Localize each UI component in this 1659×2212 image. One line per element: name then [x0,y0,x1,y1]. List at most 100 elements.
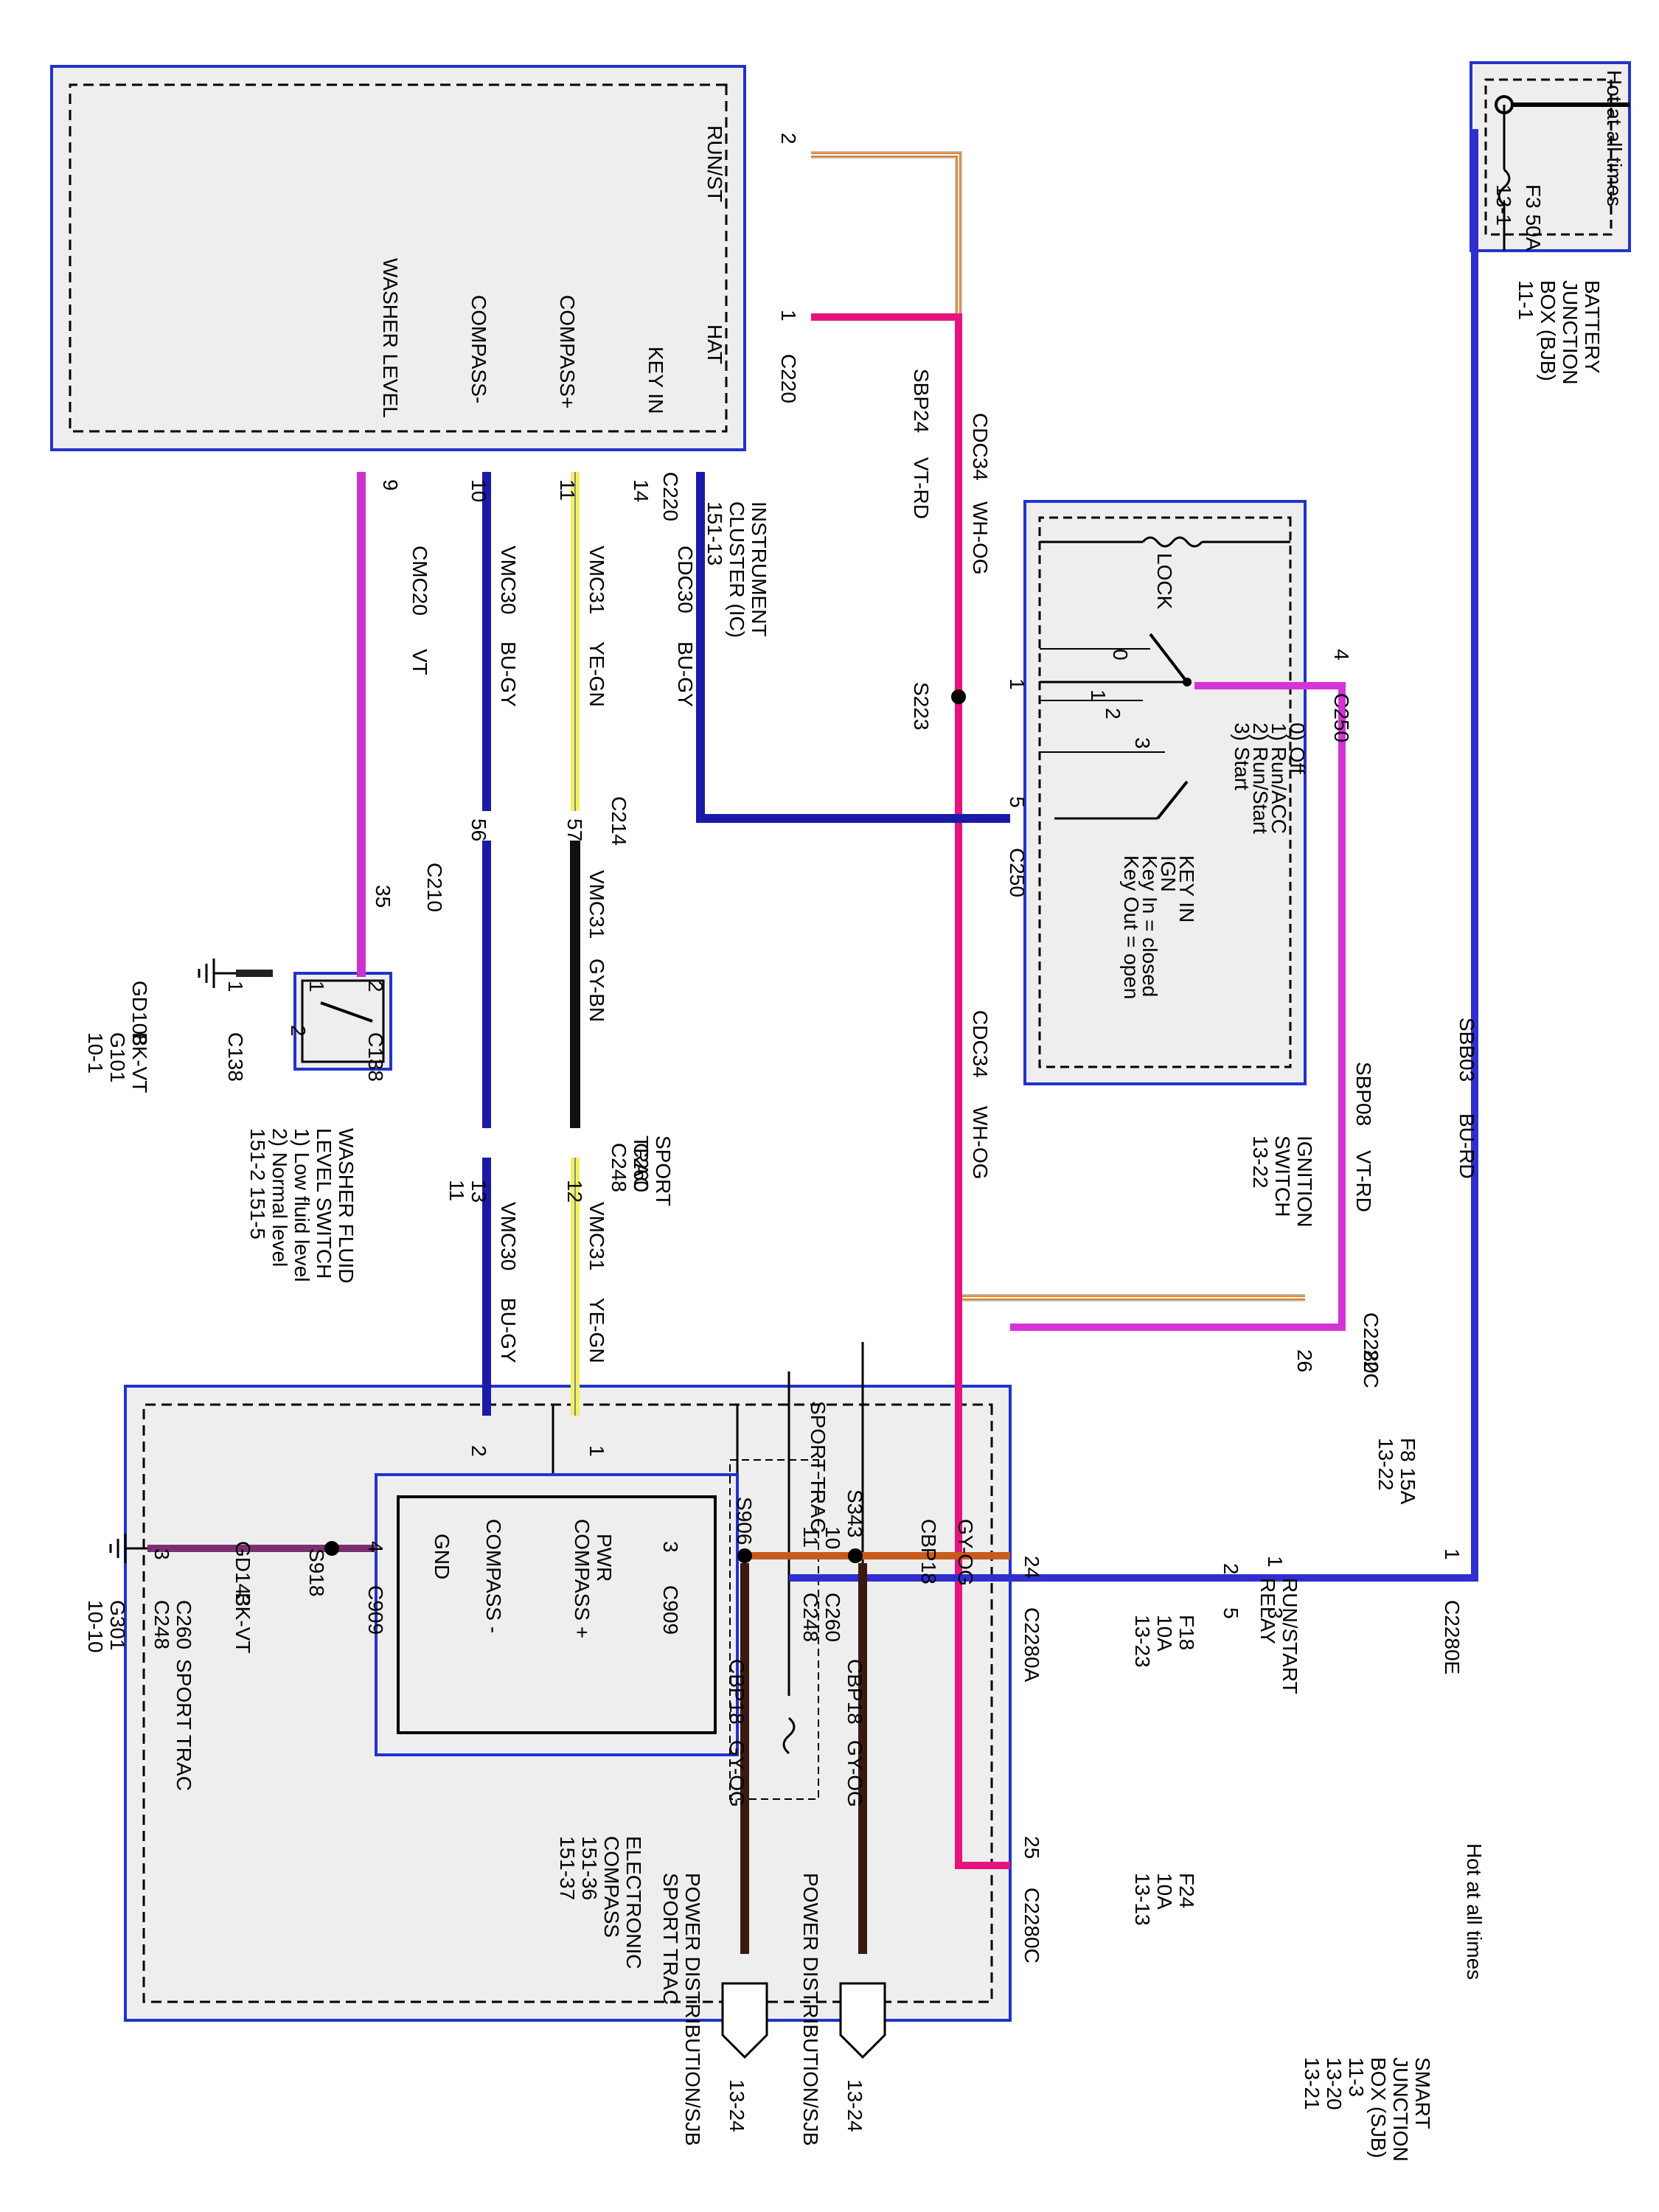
conn-c248-mid-pin-11: 11 [799,1526,822,1548]
grounds [109,959,236,1563]
power-dist-arrow-b [721,1982,768,2059]
bjb-name-1: BATTERY [1581,280,1604,374]
sjb-pin-22: 22 [1360,1349,1382,1372]
ic-name-1: INSTRUMENT [748,501,771,637]
ic-name-2: CLUSTER (IC) [726,501,748,638]
conn-c260-mid: C260 [821,1593,844,1642]
bjb-fuse-2: 13-1 [1492,184,1515,226]
sjb-name-3: BOX (SJB) [1367,2057,1390,2158]
sjb-relay-name-1: RUN/START [1279,1578,1301,1694]
power-dist-b-label: POWER DISTRIBUTION/SJB [681,1873,704,2146]
ic-name-3: 151-13 [703,501,726,566]
ec-pin-num-pwr: 3 [659,1541,682,1553]
sjb-pin-26: 26 [1293,1349,1316,1372]
ign-name-3: 13-22 [1249,1135,1272,1189]
conn-c214-pin-57: 57 [563,818,586,841]
wire-label-sbp08-color: VT-RD [1352,1150,1375,1212]
sjb-f18-2: 10A [1153,1615,1176,1652]
power-dist-a-ref: 13-24 [844,2079,866,2132]
sjb-hot-label: Hot at all times [1463,1843,1486,1980]
ic-pin-key-in: KEY IN [644,347,667,414]
wire-label-cmc20-name: CMC20 [408,546,431,616]
ign-contact-1: 1 [1087,689,1110,701]
ic-connector-top: C220 [777,354,800,403]
wire-label-gd108: GD108 [128,981,151,1046]
splice-s906 [737,1548,752,1563]
washer-pin-right: 2 [364,981,387,992]
sjb-conn-c2280c-bottom: C2280C [1020,1888,1043,1964]
wire-label-cbp18a-color: GY-OG [844,1740,866,1807]
g301-label: G301 [106,1600,129,1651]
sjb-conn-c2280a: C2280A [1020,1607,1043,1683]
sjb-name-2: JUNCTION [1389,2057,1412,2162]
wire-label-cbp18-name: CBP18 [917,1519,940,1585]
sjb-f18-1: F18 [1175,1615,1198,1650]
splices [324,689,966,1563]
ic-pin-num-compass-pos: 11 [556,479,579,501]
power-dist-box [729,1459,819,1800]
washer-conn-right: C138 [364,1032,387,1082]
splice-s343 [848,1548,863,1563]
power-dist-arrows [721,1982,886,2059]
ec-pin-compass-neg: COMPASS - [482,1519,505,1633]
washer-contact-1: 1 [305,981,328,992]
wire-label-cbp18a-name: CBP18 [844,1659,866,1725]
splice-label-s918: S918 [305,1548,328,1596]
washer-name-3: 1) Low fluid level [291,1128,313,1282]
sjb-relay-name-2: RELAY [1256,1578,1279,1644]
sjb-relay-pin-5: 5 [1220,1607,1242,1619]
sjb-f24-2: 10A [1153,1873,1176,1910]
power-dist-a-label: POWER DISTRIBUTION/SJB [799,1873,822,2146]
wire-label-cdc34-bot-name: CDC34 [969,1010,992,1078]
ic-pin-washer-level: WASHER LEVEL [379,258,402,418]
ign-lock-label: LOCK [1153,553,1176,610]
conn-c248-low-pin: 3 [150,1548,173,1560]
ic-pin-compass-neg: COMPASS- [467,295,490,403]
sport-trac-note-3: SPORT TRAC [173,1659,195,1791]
wire-sbb03 [789,129,1478,1582]
wire-label-vmc31-mid-color: GY-BN [585,959,608,1022]
conn-c248-pin-11: 11 [445,1180,468,1201]
splice-label-s343: S343 [844,1489,866,1537]
sjb-f18-3: 13-23 [1131,1615,1154,1668]
sjb-conn-c2280c-top: C2280C [1360,1312,1382,1388]
ic-pin-num-compass-neg: 10 [467,479,490,502]
ic-pin-num-key-in: 14 [630,479,653,502]
conn-c214: C214 [608,796,630,846]
sport-trac-note-1a: SPORT [652,1135,675,1206]
sjb-f8-1: F8 15A [1397,1438,1419,1505]
bjb-hot-label: Hot at all times [1603,70,1626,206]
ign-pin-s223: 1 [1006,678,1029,690]
ec-pin-num-left: 2 [467,1445,490,1457]
sjb-relay-pin-3: 3 [1264,1607,1287,1619]
conn-c260-top: C260 [630,1143,653,1192]
ign-key-note-2: IGN [1157,855,1180,892]
sjb-conn-c2280e: C2280E [1441,1600,1464,1674]
ignition-switch [1023,500,1307,1085]
washer-name-4: 2) Normal level [268,1128,291,1267]
instrument-cluster [50,65,746,451]
wire-label-cmc20-color: VT [408,649,431,675]
washer-pin-left: 1 [224,981,247,992]
ec-conn-pwr: C909 [659,1585,682,1635]
bjb-fuse-1: F3 50A [1522,184,1545,251]
ign-contact-0: 0 [1109,649,1132,661]
wire-cdc30 [696,472,1010,823]
ign-contact-2: 2 [1102,708,1124,720]
ec-name-1: ELECTRONIC [622,1836,645,1969]
ec-name-3: 151-36 [578,1836,601,1900]
washer-name-5: 151-2 151-5 [246,1128,269,1239]
wire-label-cbp18-color: GY-OG [954,1519,977,1586]
electronic-compass [375,1473,739,1756]
ign-contact-3: 3 [1131,737,1154,749]
bjb-name-3: BOX (BJB) [1537,280,1559,381]
wire-label-gd143-color: BK-VT [232,1593,254,1653]
ign-conn-top: C250 [1330,693,1353,742]
ign-key-note-1: KEY IN [1175,855,1198,922]
ic-pin-num-washer: 9 [379,479,402,491]
sjb-f24-1: F24 [1175,1873,1198,1908]
sjb-relay-pin-1: 1 [1264,1556,1287,1568]
sport-trac-note-2: SPORT TRAC [807,1401,830,1533]
wire-label-sbp24-name: SBP24 [910,369,933,433]
